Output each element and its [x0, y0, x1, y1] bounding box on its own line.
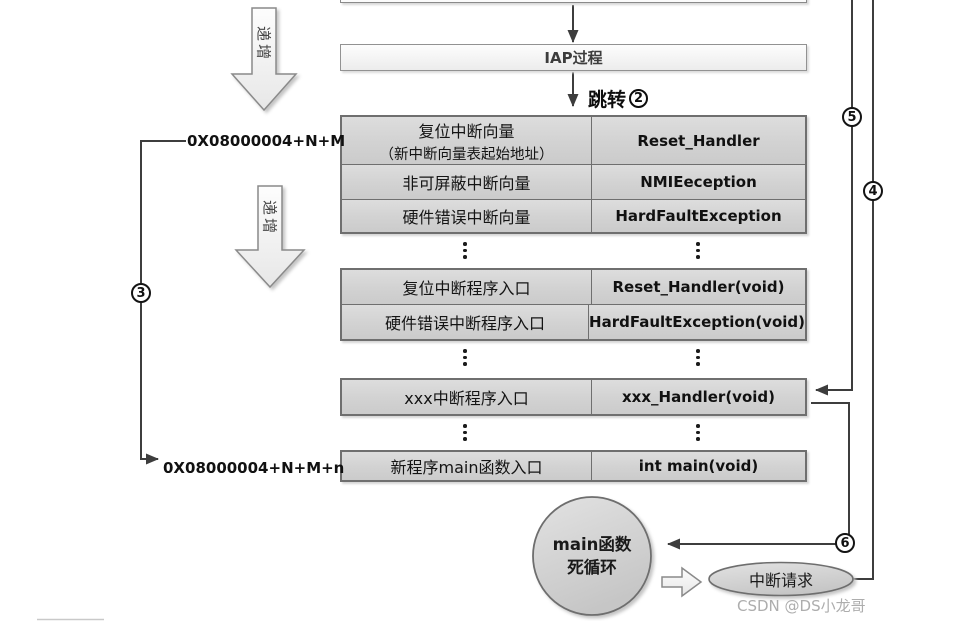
vector-desc-cell: 硬件错误中断向量 — [342, 200, 592, 232]
step5-connector-line — [815, 0, 853, 396]
ellipsis-dots — [696, 242, 700, 259]
ellipsis-dots — [463, 349, 467, 366]
vector-handler-cell: Reset_Handler — [592, 117, 805, 164]
previous-step-box-partial — [340, 0, 807, 3]
iap-process-label: IAP过程 — [544, 49, 603, 67]
watermark: CSDN @DS小龙哥 — [737, 597, 866, 615]
main-loop-label: main函数 死循环 — [552, 534, 632, 577]
xxx-handler-row: xxx中断程序入口 xxx_Handler(void) — [340, 378, 807, 416]
step-6-badge: 6 — [835, 533, 855, 553]
table-row: 硬件错误中断程序入口 HardFaultException(void) — [342, 304, 805, 339]
increment-arrow-icon — [230, 7, 298, 112]
step6-connector-line — [667, 402, 850, 550]
interrupt-request-ellipse — [708, 561, 854, 597]
step-5-badge: 5 — [842, 107, 862, 127]
xxx-handler-cell: xxx_Handler(void) — [592, 380, 805, 414]
table-row: 复位中断向量 （新中断向量表起始地址） Reset_Handler — [342, 117, 805, 164]
increment-label: 递增 — [260, 199, 279, 237]
ellipsis-dots — [463, 242, 467, 259]
step-2-badge: 2 — [629, 89, 649, 108]
vector-desc-sub: （新中断向量表起始地址） — [379, 146, 554, 163]
ellipsis-dots — [696, 349, 700, 366]
table-row: 非可屏蔽中断向量 NMIEeception — [342, 164, 805, 199]
right-arrow-icon — [661, 566, 703, 598]
address-label-bottom: 0X08000004+N+M+n — [163, 459, 345, 477]
ellipsis-dots — [696, 424, 700, 441]
iap-process-box: IAP过程 — [340, 44, 807, 71]
table-row: 复位中断程序入口 Reset_Handler(void) — [342, 270, 805, 304]
entry-table: 复位中断程序入口 Reset_Handler(void) 硬件错误中断程序入口 … — [340, 268, 807, 341]
interrupt-request-label: 中断请求 — [748, 571, 814, 590]
entry-handler-cell: HardFaultException(void) — [589, 305, 805, 339]
increment-arrow-icon — [234, 185, 306, 289]
vector-handler-cell: NMIEeception — [592, 165, 805, 199]
jump-text: 跳转 — [588, 89, 627, 111]
vector-desc: 复位中断向量 — [418, 121, 515, 141]
step-4-badge: 4 — [863, 181, 883, 201]
step4-connector-line — [853, 0, 874, 580]
main-loop-circle — [532, 496, 652, 616]
main-desc-cell: 新程序main函数入口 — [342, 452, 592, 480]
entry-desc-cell: 复位中断程序入口 — [342, 270, 592, 304]
table-row: 硬件错误中断向量 HardFaultException — [342, 199, 805, 232]
vector-desc-cell: 复位中断向量 （新中断向量表起始地址） — [342, 117, 592, 164]
address-label-top: 0X08000004+N+M — [187, 132, 346, 150]
table-row: 新程序main函数入口 int main(void) — [342, 452, 805, 480]
table-row: xxx中断程序入口 xxx_Handler(void) — [342, 380, 805, 414]
increment-label: 递增 — [254, 25, 273, 63]
vector-handler-cell: HardFaultException — [592, 200, 805, 232]
xxx-desc-cell: xxx中断程序入口 — [342, 380, 592, 414]
jump-step-label: 跳转 2 — [588, 85, 649, 112]
ellipsis-dots — [463, 424, 467, 441]
vector-table: 复位中断向量 （新中断向量表起始地址） Reset_Handler 非可屏蔽中断… — [340, 115, 807, 234]
main-handler-cell: int main(void) — [592, 452, 805, 480]
main-entry-row: 新程序main函数入口 int main(void) — [340, 450, 807, 482]
entry-desc-cell: 硬件错误中断程序入口 — [342, 305, 590, 339]
step-3-badge: 3 — [131, 283, 151, 303]
entry-handler-cell: Reset_Handler(void) — [592, 270, 805, 304]
vector-desc-cell: 非可屏蔽中断向量 — [342, 165, 592, 199]
